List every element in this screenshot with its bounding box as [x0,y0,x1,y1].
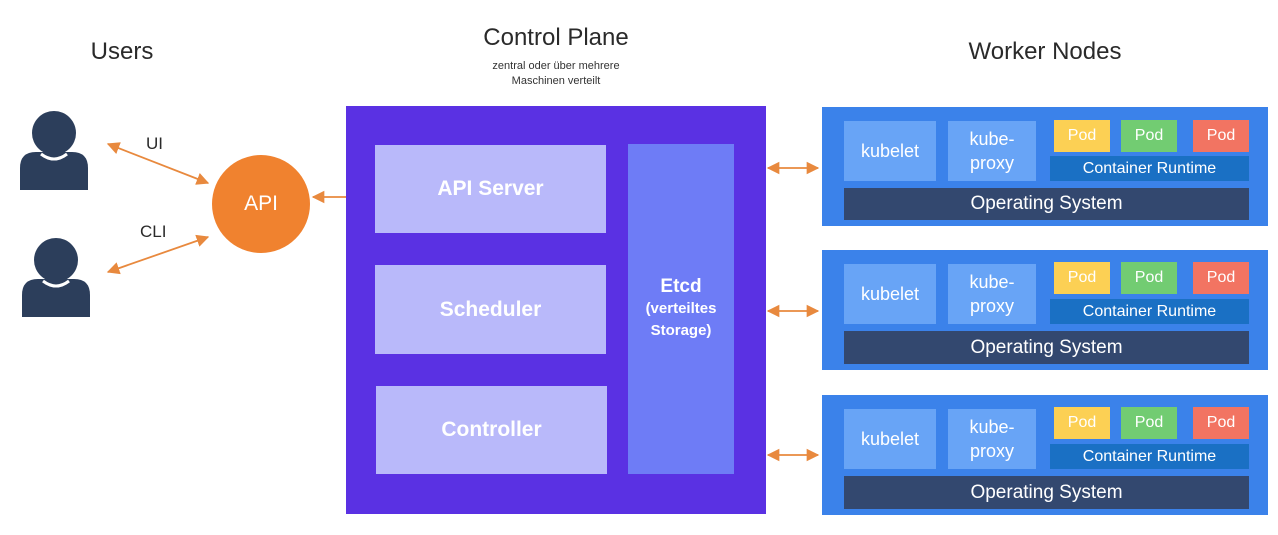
pod-box: Pod [1054,407,1110,439]
pod-label: Pod [1067,414,1097,431]
worker-node: kubelet kube- proxy Pod Pod Pod Containe… [822,395,1268,515]
operating-system-label: Operating System [970,481,1123,503]
worker-node: kubelet kube- proxy Pod Pod Pod Containe… [822,250,1268,370]
etcd-subtitle-2: Storage) [650,322,712,339]
kube-proxy-label-1: kube- [969,272,1015,292]
scheduler-label: Scheduler [439,297,542,321]
operating-system-box: Operating System [844,331,1249,364]
container-runtime-box: Container Runtime [1050,156,1249,181]
api-server-box: API Server [375,145,606,233]
pod-label: Pod [1067,127,1097,144]
pod-box: Pod [1054,120,1110,152]
kube-proxy-label-2: proxy [969,296,1014,316]
controller-box: Controller [376,386,607,474]
kube-proxy-box: kube- proxy [948,409,1036,469]
pod-box: Pod [1193,262,1249,294]
api-label: API [244,192,278,215]
worker-nodes-heading: Worker Nodes [968,38,1122,65]
operating-system-label: Operating System [970,336,1123,358]
cli-label: CLI [140,222,167,241]
scheduler-box: Scheduler [375,265,606,354]
kubelet-label: kubelet [860,141,920,161]
kube-proxy-box: kube- proxy [948,121,1036,181]
api-node: API [212,155,310,253]
controller-label: Controller [441,418,542,441]
kube-proxy-box: kube- proxy [948,264,1036,324]
pod-label: Pod [1134,269,1164,286]
pod-label: Pod [1134,127,1164,144]
container-runtime-label: Container Runtime [1082,302,1217,320]
kube-proxy-label-1: kube- [969,417,1015,437]
ui-label: UI [146,134,163,153]
container-runtime-label: Container Runtime [1082,447,1217,465]
kube-proxy-label-2: proxy [969,153,1014,173]
operating-system-box: Operating System [844,188,1249,220]
etcd-title: Etcd [660,276,702,297]
etcd-subtitle-1: (verteiltes [645,300,717,317]
kubelet-box: kubelet [844,409,936,469]
user-icon [20,111,88,190]
pod-label: Pod [1206,127,1236,144]
pod-box: Pod [1193,120,1249,152]
kubelet-box: kubelet [844,121,936,181]
kube-proxy-label-1: kube- [969,129,1015,149]
pod-label: Pod [1067,269,1097,286]
container-runtime-label: Container Runtime [1082,159,1217,177]
worker-node: kubelet kube- proxy Pod Pod Pod Containe… [822,107,1268,226]
kubelet-label: kubelet [860,284,920,304]
user-icon [22,238,90,317]
users-heading: Users [90,38,154,65]
control-plane-panel: API Server Scheduler Controller Etcd (ve… [346,106,766,514]
pod-box: Pod [1121,407,1177,439]
kubelet-label: kubelet [860,429,920,449]
pod-label: Pod [1206,414,1236,431]
pod-box: Pod [1193,407,1249,439]
control-plane-subtitle-1: zentral oder über mehrere [492,60,620,72]
pod-label: Pod [1134,414,1164,431]
container-runtime-box: Container Runtime [1050,299,1249,324]
cli-arrow [106,234,210,275]
pod-box: Pod [1054,262,1110,294]
operating-system-box: Operating System [844,476,1249,509]
kube-proxy-label-2: proxy [969,441,1014,461]
etcd-box: Etcd (verteiltes Storage) [628,144,734,474]
pod-box: Pod [1121,262,1177,294]
api-server-label: API Server [437,177,544,200]
pod-label: Pod [1206,269,1236,286]
pod-box: Pod [1121,120,1177,152]
ui-arrow [106,142,210,185]
kubelet-box: kubelet [844,264,936,324]
operating-system-label: Operating System [970,193,1123,214]
control-plane-heading: Control Plane [483,24,629,51]
control-plane-subtitle-2: Maschinen verteilt [511,75,601,87]
container-runtime-box: Container Runtime [1050,444,1249,469]
